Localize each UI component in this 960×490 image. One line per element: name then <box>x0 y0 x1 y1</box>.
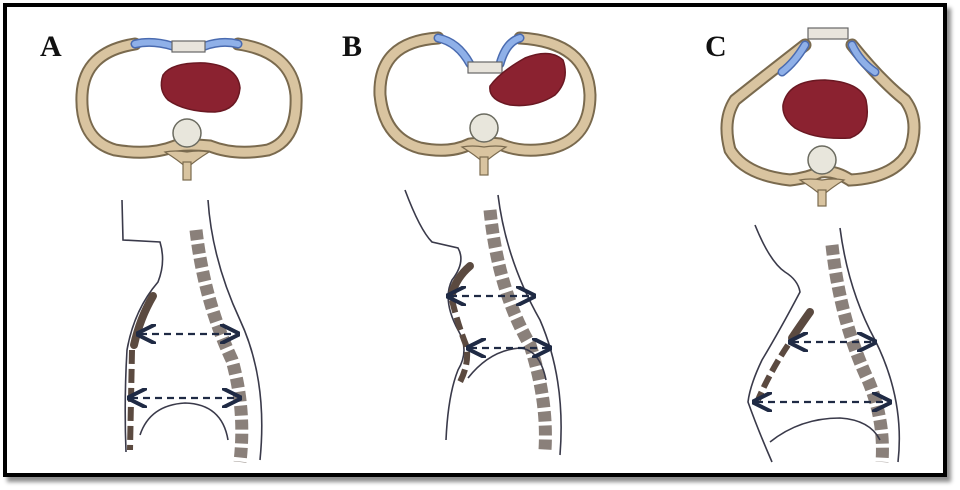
sagittal-view-c <box>748 225 899 462</box>
panel-label-c: C <box>705 30 727 63</box>
heart-a <box>161 63 240 112</box>
sagittal-view-b <box>405 190 561 455</box>
sternum-c <box>808 28 848 39</box>
sternum-a <box>172 41 205 52</box>
chest-cross-section-b <box>380 38 590 175</box>
sternum-b <box>468 62 502 73</box>
chest-cross-section-c <box>727 28 914 206</box>
panel-a: A <box>40 30 296 462</box>
vertebra-a <box>173 119 201 147</box>
vertebra-c <box>808 146 836 174</box>
heart-c <box>783 80 867 138</box>
panel-c: C <box>705 28 914 462</box>
chest-cross-section-a <box>82 41 296 180</box>
sagittal-view-a <box>122 200 262 462</box>
panel-label-a: A <box>40 30 62 63</box>
panel-b: B <box>342 30 590 455</box>
vertebra-b <box>470 114 498 142</box>
panel-label-b: B <box>342 30 362 63</box>
